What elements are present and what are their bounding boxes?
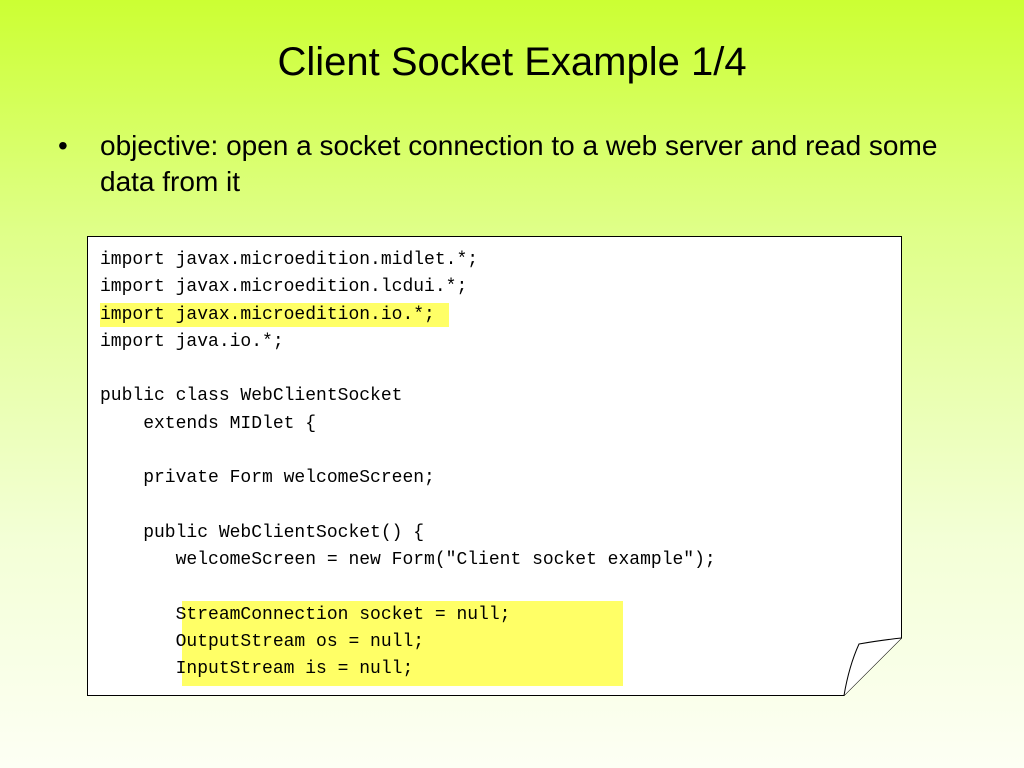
code-line-10 (100, 494, 716, 521)
code-line-1: import javax.microedition.midlet.*; (100, 250, 479, 270)
code-line-15: OutputStream os = null; (100, 632, 425, 653)
code-line-7: extends MIDlet { (100, 413, 317, 434)
code-line-13 (100, 576, 716, 603)
code-line-8 (100, 439, 716, 466)
slide-title: Client Socket Example 1/4 (277, 40, 747, 84)
code-line-4: import java.io.*; (100, 331, 284, 352)
code-line-11: public WebClientSocket() { (100, 522, 425, 543)
dog-eared-page-frame (87, 236, 902, 696)
code-line-3: import javax.microedition.io.*; (100, 302, 716, 330)
code-line-6: public class WebClientSocket (100, 386, 403, 407)
code-line-14: StreamConnection socket = null; (100, 604, 511, 625)
code-line-9: private Form welcomeScreen; (100, 468, 435, 489)
code-line-16: InputStream is = null; (100, 659, 414, 680)
code-line-12: welcomeScreen = new Form("Client socket … (100, 550, 716, 571)
code-highlight-block (182, 601, 623, 686)
code-line-2: import javax.microedition.lcdui.*; (100, 277, 468, 298)
code-highlight-inline: import javax.microedition.io.*; (100, 302, 449, 327)
code-lines: import javax.microedition.midlet.*; impo… (100, 248, 716, 685)
code-listing: import javax.microedition.midlet.*; impo… (87, 236, 902, 696)
bullet-dot: • (58, 130, 68, 161)
code-line-5 (100, 357, 716, 384)
bullet-text: objective: open a socket connection to a… (100, 130, 938, 197)
